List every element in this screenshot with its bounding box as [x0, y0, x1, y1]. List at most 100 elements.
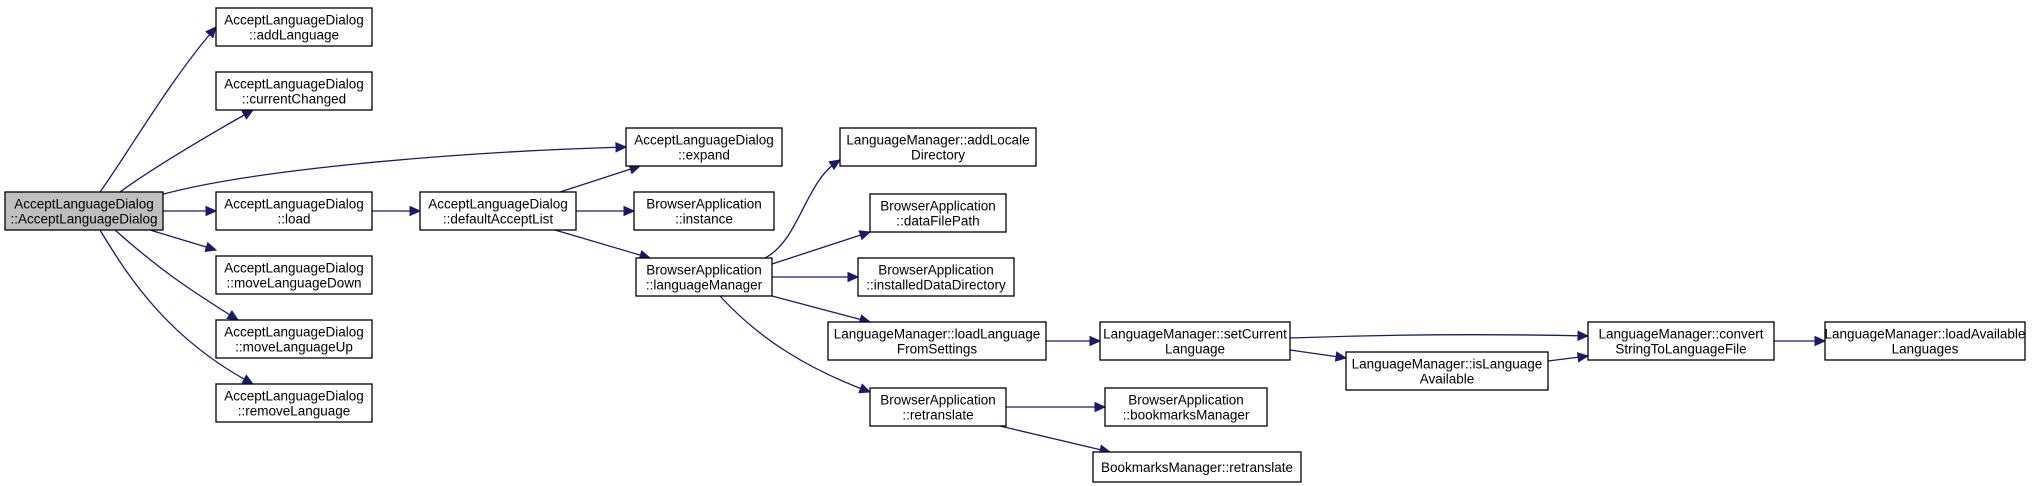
node-n15[interactable]: BrowserApplication::retranslate	[869, 387, 1007, 427]
node-box[interactable]	[633, 191, 775, 231]
node-box[interactable]	[215, 7, 373, 47]
edge-line	[771, 295, 871, 323]
node-label: AcceptLanguageDialog	[224, 389, 364, 404]
arrowhead	[1576, 352, 1590, 363]
node-label: ::AcceptLanguageDialog	[10, 212, 157, 227]
node-label: StringToLanguageFile	[1615, 342, 1746, 357]
edge-n14-n16	[1046, 335, 1102, 347]
node-label: AcceptLanguageDialog	[224, 13, 364, 28]
edge-line	[149, 229, 217, 251]
edge-n10-n11	[764, 159, 842, 259]
node-n5[interactable]: AcceptLanguageDialog::moveLanguageUp	[215, 319, 373, 359]
node-label: AcceptLanguageDialog	[224, 261, 364, 276]
node-n12[interactable]: BrowserApplication::dataFilePath	[869, 193, 1007, 233]
node-n20[interactable]: LanguageManager::convertStringToLanguage…	[1587, 321, 1775, 361]
node-label: AcceptLanguageDialog	[428, 197, 568, 212]
node-n17[interactable]: BrowserApplication::bookmarksManager	[1104, 387, 1268, 427]
edge-line	[771, 231, 871, 265]
node-label: LanguageManager::loadLanguage	[834, 327, 1040, 342]
node-box[interactable]	[827, 321, 1047, 361]
node-box[interactable]	[857, 257, 1015, 297]
arrowhead	[623, 205, 636, 217]
edge-n0-n6	[99, 229, 255, 385]
node-box[interactable]	[635, 257, 773, 297]
edge-n0-n5	[114, 229, 240, 321]
arrowhead	[1577, 330, 1590, 342]
node-label: BrowserApplication	[1128, 393, 1244, 408]
node-box[interactable]	[1099, 321, 1291, 361]
edge-line	[999, 425, 1111, 453]
node-n2[interactable]: AcceptLanguageDialog::currentChanged	[215, 71, 373, 111]
node-label: ::defaultAcceptList	[443, 212, 554, 227]
edge-n20-n21	[1774, 335, 1827, 347]
edge-n16-n20	[1289, 330, 1590, 342]
node-label: LanguageManager::convert	[1598, 327, 1763, 342]
node-label: AcceptLanguageDialog	[224, 197, 364, 212]
node-box[interactable]	[1104, 387, 1268, 427]
node-n6[interactable]: AcceptLanguageDialog::removeLanguage	[215, 383, 373, 423]
node-label: ::dataFilePath	[896, 214, 979, 229]
node-box[interactable]	[869, 193, 1007, 233]
node-box[interactable]	[215, 71, 373, 111]
node-n7[interactable]: AcceptLanguageDialog::expand	[625, 127, 783, 167]
node-box[interactable]	[419, 191, 577, 231]
arrowhead	[1814, 335, 1827, 347]
node-n10[interactable]: BrowserApplication::languageManager	[635, 257, 773, 297]
node-label: ::languageManager	[646, 278, 763, 293]
node-label: AcceptLanguageDialog	[224, 325, 364, 340]
arrowhead	[1094, 401, 1107, 413]
arrowhead	[226, 309, 240, 321]
node-label: BrowserApplication	[646, 263, 762, 278]
arrowhead	[205, 26, 217, 39]
node-label: BookmarksManager::retranslate	[1101, 460, 1293, 475]
node-label: ::expand	[678, 148, 730, 163]
node-n0[interactable]: AcceptLanguageDialog::AcceptLanguageDial…	[4, 191, 164, 231]
edge-line	[119, 109, 254, 193]
node-label: Available	[1420, 372, 1475, 387]
node-box[interactable]	[1345, 351, 1549, 391]
arrowhead	[828, 159, 842, 171]
node-label: BrowserApplication	[646, 197, 762, 212]
node-label: BrowserApplication	[878, 263, 994, 278]
node-box[interactable]	[1587, 321, 1775, 361]
node-label: AcceptLanguageDialog	[224, 77, 364, 92]
node-box[interactable]	[839, 127, 1037, 167]
node-n18[interactable]: BookmarksManager::retranslate	[1092, 451, 1302, 483]
node-label: ::addLanguage	[249, 28, 339, 43]
node-label: LanguageManager::setCurrent	[1103, 327, 1287, 342]
node-box[interactable]	[215, 319, 373, 359]
node-box[interactable]	[215, 255, 373, 295]
arrowhead	[1334, 351, 1348, 362]
edge-line	[99, 26, 217, 193]
arrowhead	[205, 205, 218, 217]
node-label: BrowserApplication	[880, 199, 996, 214]
node-box[interactable]	[215, 191, 373, 231]
node-n14[interactable]: LanguageManager::loadLanguageFromSetting…	[827, 321, 1047, 361]
node-label: LanguageManager::isLanguage	[1352, 357, 1543, 372]
node-n3[interactable]: AcceptLanguageDialog::load	[215, 191, 373, 231]
node-label: ::moveLanguageDown	[226, 276, 361, 291]
node-box[interactable]	[869, 387, 1007, 427]
node-box[interactable]	[625, 127, 783, 167]
edge-line	[99, 229, 254, 385]
node-n4[interactable]: AcceptLanguageDialog::moveLanguageDown	[215, 255, 373, 295]
node-n8[interactable]: AcceptLanguageDialog::defaultAcceptList	[419, 191, 577, 231]
node-label: ::removeLanguage	[238, 404, 351, 419]
arrowhead	[1089, 335, 1102, 347]
node-n1[interactable]: AcceptLanguageDialog::addLanguage	[215, 7, 373, 47]
node-box[interactable]	[1824, 321, 2026, 361]
node-box[interactable]	[1092, 451, 1302, 483]
node-n9[interactable]: BrowserApplication::instance	[633, 191, 775, 231]
node-label: BrowserApplication	[880, 393, 996, 408]
edge-line	[764, 159, 841, 259]
arrowhead	[858, 230, 872, 241]
root-node-box[interactable]	[4, 191, 164, 231]
node-label: Languages	[1892, 342, 1959, 357]
node-box[interactable]	[215, 383, 373, 423]
arrowhead	[615, 142, 628, 153]
node-n13[interactable]: BrowserApplication::installedDataDirecto…	[857, 257, 1015, 297]
